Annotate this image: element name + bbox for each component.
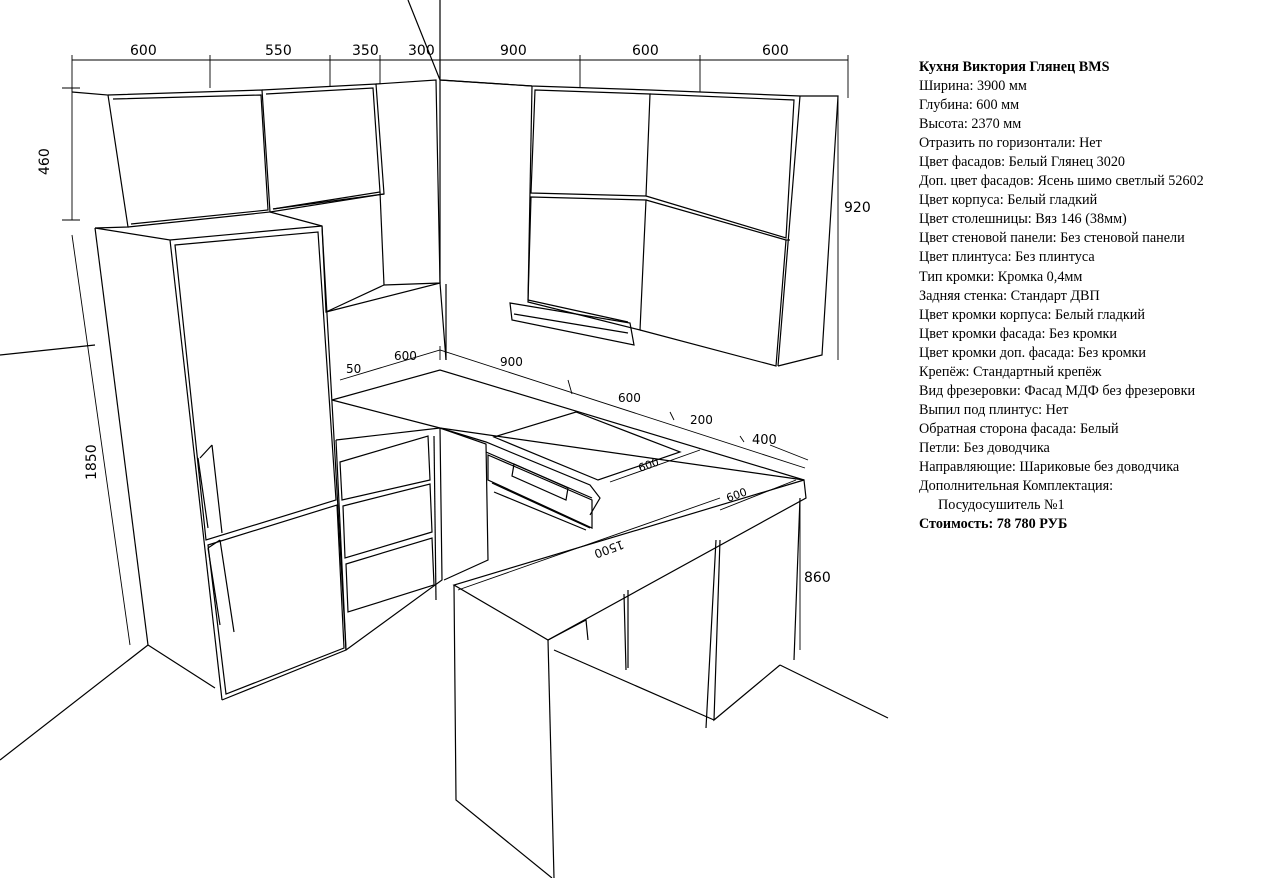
dim-counter-50: 50 bbox=[346, 362, 361, 376]
range-hood bbox=[509, 299, 635, 346]
spec-line: Доп. цвет фасадов: Ясень шимо светлый 52… bbox=[919, 173, 1204, 190]
base-cabinets bbox=[325, 282, 805, 651]
spec-line: Направляющие: Шариковые без доводчика bbox=[919, 458, 1180, 475]
dim-base-height: 860 bbox=[804, 570, 831, 586]
spec-line: Дополнительная Комплектация: bbox=[919, 478, 1114, 495]
dim-diag-600-b: 600 bbox=[725, 485, 749, 504]
dim-top-300: 300 bbox=[408, 43, 435, 59]
spec-line: Глубина: 600 мм bbox=[919, 97, 1020, 114]
dim-top-350: 350 bbox=[352, 43, 379, 59]
dim-counter-600-right: 600 bbox=[618, 391, 641, 405]
spec-line: Цвет плинтуса: Без плинтуса bbox=[919, 249, 1095, 266]
spec-line: Вид фрезеровки: Фасад МДФ без фрезеровки bbox=[919, 382, 1196, 399]
dim-upper-height: 460 bbox=[37, 148, 53, 175]
spec-panel: Кухня Виктория Глянец BMS Ширина: 3900 м… bbox=[919, 58, 1279, 534]
dim-top-550: 550 bbox=[265, 43, 292, 59]
oven bbox=[487, 454, 593, 531]
spec-line: Выпил под плинтус: Нет bbox=[919, 401, 1069, 418]
upper-middle-cabinet bbox=[269, 191, 385, 313]
spec-line: Цвет стеновой панели: Без стеновой панел… bbox=[919, 230, 1185, 247]
spec-line: Цвет столешницы: Вяз 146 (38мм) bbox=[919, 211, 1127, 228]
spec-line: Цвет кромки корпуса: Белый гладкий bbox=[919, 306, 1145, 323]
spec-line: Цвет корпуса: Белый гладкий bbox=[919, 192, 1098, 209]
spec-line: Обратная сторона фасада: Белый bbox=[919, 420, 1119, 437]
dimension-lines bbox=[62, 55, 849, 650]
dim-top-600-2: 600 bbox=[632, 43, 659, 59]
dimension-labels: 600 550 350 300 900 600 600 460 920 1850… bbox=[37, 43, 871, 586]
spec-extra-item: Посудосушитель №1 bbox=[938, 497, 1065, 514]
dim-counter-200: 200 bbox=[690, 413, 713, 427]
bar-peninsula bbox=[452, 479, 807, 879]
spec-line: Отразить по горизонтали: Нет bbox=[919, 135, 1102, 152]
spec-line: Цвет фасадов: Белый Глянец 3020 bbox=[919, 154, 1126, 171]
dim-counter-900: 900 bbox=[500, 355, 523, 369]
spec-line: Ширина: 3900 мм bbox=[919, 78, 1027, 95]
spec-title: Кухня Виктория Глянец BMS bbox=[919, 59, 1110, 75]
spec-line: Цвет кромки доп. фасада: Без кромки bbox=[919, 344, 1147, 361]
dim-top-900: 900 bbox=[500, 43, 527, 59]
spec-line: Петли: Без доводчика bbox=[919, 439, 1050, 456]
spec-line: Цвет кромки фасада: Без кромки bbox=[919, 325, 1118, 342]
upper-left-cabinet bbox=[71, 79, 533, 286]
dim-upper-right-height: 920 bbox=[844, 200, 871, 216]
room-wall-lines bbox=[0, 0, 889, 761]
cooktop bbox=[492, 411, 682, 481]
spec-line: Высота: 2370 мм bbox=[919, 116, 1022, 133]
spec-cost: Стоимость: 78 780 РУБ bbox=[919, 516, 1068, 533]
spec-line: Крепёж: Стандартный крепёж bbox=[919, 363, 1102, 380]
upper-right-cabinet bbox=[439, 79, 839, 367]
spec-line: Тип кромки: Кромка 0,4мм bbox=[919, 268, 1083, 285]
dim-top-600-3: 600 bbox=[762, 43, 789, 59]
dim-fridge-height: 1850 bbox=[84, 444, 100, 480]
dim-counter-600-left: 600 bbox=[394, 349, 417, 363]
dim-diag-600-a: 600 bbox=[637, 455, 661, 474]
dim-top-600-1: 600 bbox=[130, 43, 157, 59]
fridge bbox=[94, 225, 347, 701]
dim-counter-400: 400 bbox=[752, 433, 777, 448]
spec-line: Задняя стенка: Стандарт ДВП bbox=[919, 287, 1100, 304]
